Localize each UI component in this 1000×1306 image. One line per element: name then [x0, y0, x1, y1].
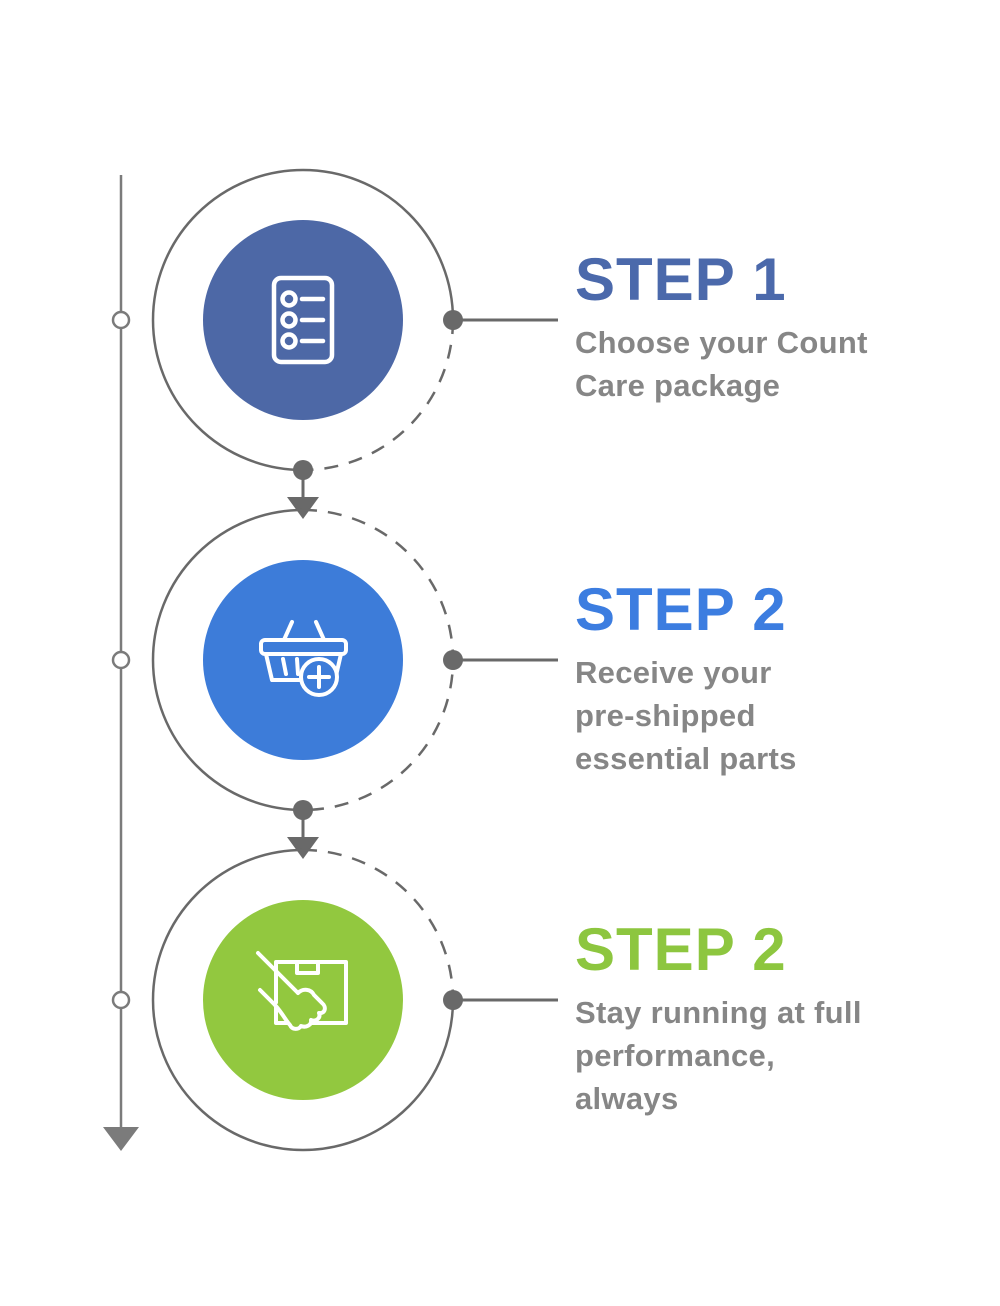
step-2-ring-solid: [151, 508, 304, 812]
checklist-icon: [271, 275, 335, 365]
step-1-text-block: STEP 1 Choose your Count Care package: [575, 250, 975, 407]
flow-arrow-2-to-3: [287, 810, 319, 859]
step-3-ring-solid: [151, 848, 455, 1152]
step-2-description: Receive your pre-shipped essential parts: [575, 655, 797, 776]
step-1-graphic: [151, 168, 558, 519]
step-3-graphic: [151, 848, 558, 1152]
step-1-description: Choose your Count Care package: [575, 325, 868, 403]
flow-arrow-1-to-2: [287, 470, 319, 519]
flow-arrowhead-icon: [287, 497, 319, 519]
step-2-title: STEP 2: [575, 576, 787, 643]
add-to-basket-icon: [259, 620, 348, 697]
step-2-graphic: [151, 508, 558, 859]
step-3-right-dot: [443, 990, 463, 1010]
timeline-arrowhead-icon: [103, 1127, 139, 1151]
step-2-text-block: STEP 2 Receive your pre-shipped essentia…: [575, 580, 975, 780]
timeline-node-2: [111, 650, 131, 670]
step-1-right-dot: [443, 310, 463, 330]
timeline-node-1: [111, 310, 131, 330]
timeline: [103, 175, 139, 1151]
step-3-title: STEP 2: [575, 916, 787, 983]
hand-receiving-box-icon: [256, 951, 348, 1031]
step-1-ring-dashed: [302, 319, 455, 472]
step-1-ring-solid: [151, 168, 455, 472]
step-2-right-dot: [443, 650, 463, 670]
step-3-ring-dashed: [302, 848, 455, 1001]
timeline-node-3: [111, 990, 131, 1010]
flow-arrowhead-icon: [287, 837, 319, 859]
step-2-inner-circle: [203, 560, 403, 760]
step-3-text-block: STEP 2 Stay running at full performance,…: [575, 920, 975, 1120]
step-3-description: Stay running at full performance, always: [575, 995, 862, 1116]
step-1-title: STEP 1: [575, 246, 787, 313]
